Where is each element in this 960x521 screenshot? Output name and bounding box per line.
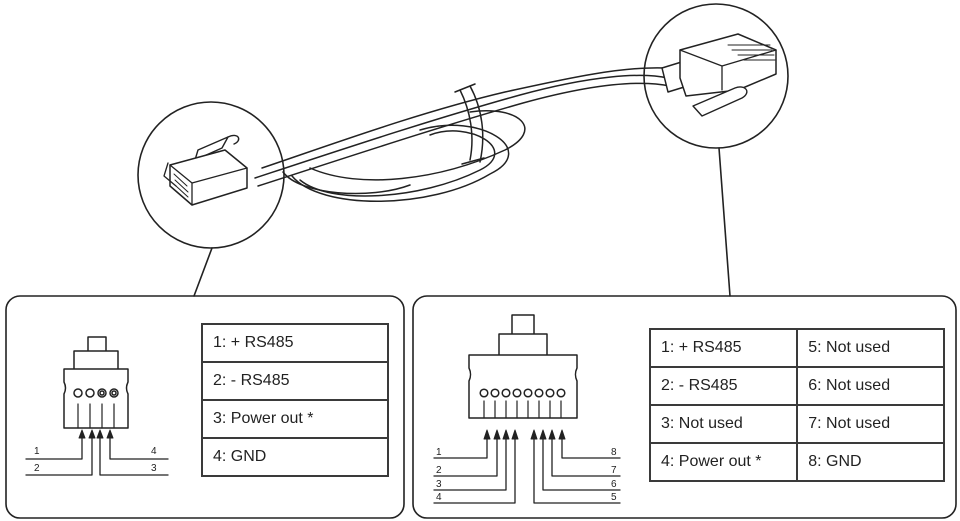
table-row: 4: Power out * 8: GND xyxy=(648,442,945,482)
pin-cell: 6: Not used xyxy=(796,366,945,406)
table-row: 3: Not used 7: Not used xyxy=(648,404,945,444)
left-wire-number: 4 xyxy=(151,446,157,457)
pin-cell: 1: + RS485 xyxy=(648,328,799,368)
right-wire-number: 3 xyxy=(436,479,442,490)
left-wire-number: 3 xyxy=(151,463,157,474)
left-wire-number: 1 xyxy=(34,446,40,457)
cable-illustration xyxy=(254,67,671,202)
right-wire-number: 2 xyxy=(436,465,442,476)
right-wire-number: 4 xyxy=(436,492,442,503)
right-wire-number: 5 xyxy=(611,492,617,503)
table-row: 1: + RS485 5: Not used xyxy=(648,328,945,368)
table-row: 2: - RS485 xyxy=(201,361,389,401)
right-wire-number: 7 xyxy=(611,465,617,476)
pin-cell: 3: Not used xyxy=(648,404,799,444)
table-row: 3: Power out * xyxy=(201,399,389,439)
left-detail-panel xyxy=(5,295,405,519)
table-row: 2: - RS485 6: Not used xyxy=(648,366,945,406)
pin-cell: 4: Power out * xyxy=(648,442,799,482)
pin-cell: 1: + RS485 xyxy=(201,323,389,363)
pin-cell: 7: Not used xyxy=(796,404,945,444)
left-plug-magnifier xyxy=(137,101,285,249)
right-wire-number: 6 xyxy=(611,479,617,490)
pin-cell: 4: GND xyxy=(201,437,389,477)
right-wire-number: 8 xyxy=(611,447,617,458)
pin-cell: 8: GND xyxy=(796,442,945,482)
pin-cell: 2: - RS485 xyxy=(648,366,799,406)
pin-cell: 5: Not used xyxy=(796,328,945,368)
right-callout-line xyxy=(718,147,731,297)
pin-cell: 2: - RS485 xyxy=(201,361,389,401)
pin-cell: 3: Power out * xyxy=(201,399,389,439)
rj45-pin-table: 1: + RS485 5: Not used 2: - RS485 6: Not… xyxy=(648,328,945,482)
table-row: 4: GND xyxy=(201,437,389,477)
rj11-pinout-drawing xyxy=(25,336,169,476)
right-plug-magnifier xyxy=(643,3,789,149)
right-wire-number: 1 xyxy=(436,447,442,458)
left-wire-number: 2 xyxy=(34,463,40,474)
right-detail-panel xyxy=(412,295,957,519)
table-row: 1: + RS485 xyxy=(201,323,389,363)
left-callout-line xyxy=(193,247,213,297)
rj11-pin-table: 1: + RS485 2: - RS485 3: Power out * 4: … xyxy=(201,323,389,477)
rj45-pinout-drawing xyxy=(433,314,621,504)
